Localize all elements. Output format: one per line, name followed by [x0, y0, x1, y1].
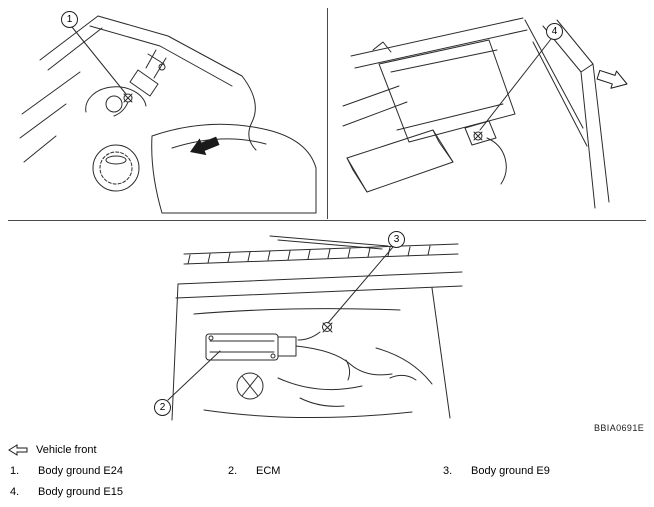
illustration-body-ground-e15	[342, 17, 628, 209]
legend-item-4-number: 4.	[10, 486, 20, 498]
legend-item-2-label: ECM	[256, 465, 281, 477]
vehicle-front-arrow-solid-icon	[190, 136, 220, 156]
legend-item-4: 4. Body ground E15	[10, 486, 123, 498]
legend-item-1: 1. Body ground E24	[10, 465, 123, 477]
callout-1: 1	[61, 11, 78, 28]
panel-divider-horizontal	[8, 220, 646, 221]
legend-item-3-label: Body ground E9	[471, 465, 550, 477]
callout-4: 4	[546, 23, 563, 40]
panel-divider-vertical	[327, 8, 328, 219]
legend-item-2-number: 2.	[228, 465, 238, 477]
legend-item-2: 2. ECM	[228, 465, 280, 477]
legend-item-3: 3. Body ground E9	[443, 465, 550, 477]
vehicle-front-label: Vehicle front	[36, 444, 97, 456]
legend-item-4-label: Body ground E15	[38, 486, 124, 498]
callout-2: 2	[154, 399, 171, 416]
legend-item-1-label: Body ground E24	[38, 465, 124, 477]
vehicle-front-arrow-legend-icon	[8, 444, 28, 456]
illustration-body-ground-e24	[19, 15, 317, 214]
legend-item-3-number: 3.	[443, 465, 453, 477]
illustration-ecm-body-ground-e9	[167, 235, 463, 421]
legend-item-1-number: 1.	[10, 465, 20, 477]
figure-code: BBIA0691E	[594, 423, 645, 433]
callout-3: 3	[388, 231, 405, 248]
vehicle-front-arrow-outline-icon	[596, 69, 628, 89]
